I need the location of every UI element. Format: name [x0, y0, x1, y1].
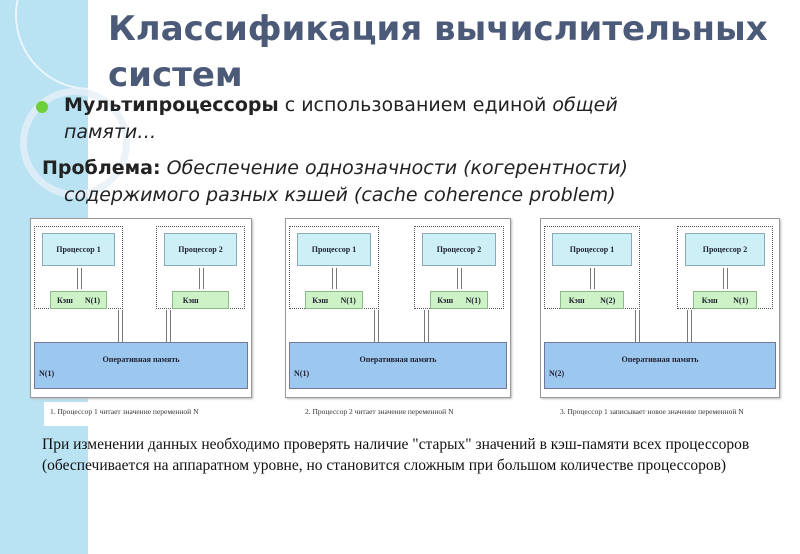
problem-line2: содержимого разных кэшей ( — [64, 184, 362, 206]
cache-1-box: Кэш N(1) — [305, 291, 363, 309]
cache-label: Кэш — [437, 295, 454, 305]
cache-value: N(2) — [600, 295, 616, 305]
processor-group-2: Процессор 2 Кэш — [156, 226, 245, 309]
cache-value: N(1) — [733, 295, 749, 305]
cache-value: N(1) — [340, 295, 356, 305]
memory-value: N(2) — [549, 369, 565, 378]
problem-statement: Проблема: Обеспечение однозначности (ког… — [42, 155, 762, 209]
cache-1-box: Кэш N(1) — [50, 291, 107, 309]
cache-1-box: Кэш N(2) — [560, 291, 624, 309]
cache-label: Кэш — [568, 295, 585, 305]
bullet-multiprocessors: Мультипроцессоры с использованием единой… — [64, 92, 724, 146]
memory-value: N(1) — [294, 369, 310, 378]
processor-group-2: Процессор 2 Кэш N(1) — [677, 226, 773, 309]
diagram-caption: 1. Процессор 1 читает значение переменно… — [44, 402, 252, 426]
cache-value: N(1) — [465, 295, 481, 305]
problem-line2-term: cache coherence problem — [361, 184, 609, 206]
diagram-caption: 2. Процессор 2 читает значение переменно… — [299, 402, 511, 426]
processor-group-2: Процессор 2 Кэш N(1) — [414, 226, 504, 309]
bus-arrow-icon — [635, 310, 640, 342]
bottom-text: При изменении данных необходимо проверят… — [42, 436, 750, 474]
memory-label: Оперативная память — [359, 355, 437, 364]
bus-arrow-icon — [424, 310, 429, 342]
cache-2-box: Кэш N(1) — [693, 291, 757, 309]
cache-2-box: Кэш N(1) — [430, 291, 488, 309]
processor-group-1: Процессор 1 Кэш N(1) — [289, 226, 379, 309]
bus-arrow-icon — [687, 310, 692, 342]
bus-arrow-icon — [166, 310, 171, 342]
processor-2-box: Процессор 2 — [422, 233, 496, 266]
problem-label: Проблема: — [42, 157, 161, 179]
cache-value: N(1) — [84, 295, 100, 305]
diagram-caption: 3. Процессор 1 записывает новое значение… — [554, 402, 780, 426]
memory-value: N(1) — [39, 369, 55, 378]
bus-arrow-icon — [374, 310, 379, 342]
cache-2-box: Кэш — [172, 291, 229, 309]
slide-title: Классификация вычислительных систем — [108, 9, 768, 95]
processor-2-box: Процессор 2 — [164, 233, 237, 266]
decorative-ring — [20, 88, 130, 198]
cache-label: Кэш — [56, 295, 73, 305]
processor-1-box: Процессор 1 — [42, 233, 115, 266]
processor-1-box: Процессор 1 — [552, 233, 632, 266]
processor-1-box: Процессор 1 — [297, 233, 371, 266]
arrow-icon — [332, 268, 337, 289]
arrow-icon — [76, 268, 82, 289]
arrow-icon — [198, 268, 204, 289]
cache-label: Кэш — [182, 295, 199, 305]
memory-label: Оперативная память — [102, 355, 180, 364]
bullet-text: с использованием единой — [278, 94, 553, 116]
arrow-icon — [723, 268, 728, 289]
arrow-icon — [590, 268, 595, 289]
bullet-line2: памяти… — [64, 121, 157, 143]
bullet-bold: Мультипроцессоры — [64, 94, 279, 116]
cache-label: Кэш — [701, 295, 718, 305]
cache-label: Кэш — [312, 295, 329, 305]
memory-label: Оперативная память — [621, 355, 699, 364]
processor-group-1: Процессор 1 Кэш N(2) — [544, 226, 640, 309]
problem-line1: Обеспечение однозначности (когерентности… — [160, 157, 628, 179]
bullet-dot-icon — [36, 101, 48, 113]
bus-arrow-icon — [118, 310, 123, 342]
problem-line2-end: ) — [608, 184, 616, 206]
bullet-italic: общей — [552, 94, 618, 116]
processor-2-box: Процессор 2 — [685, 233, 765, 266]
arrow-icon — [457, 268, 462, 289]
processor-group-1: Процессор 1 Кэш N(1) — [34, 226, 123, 309]
